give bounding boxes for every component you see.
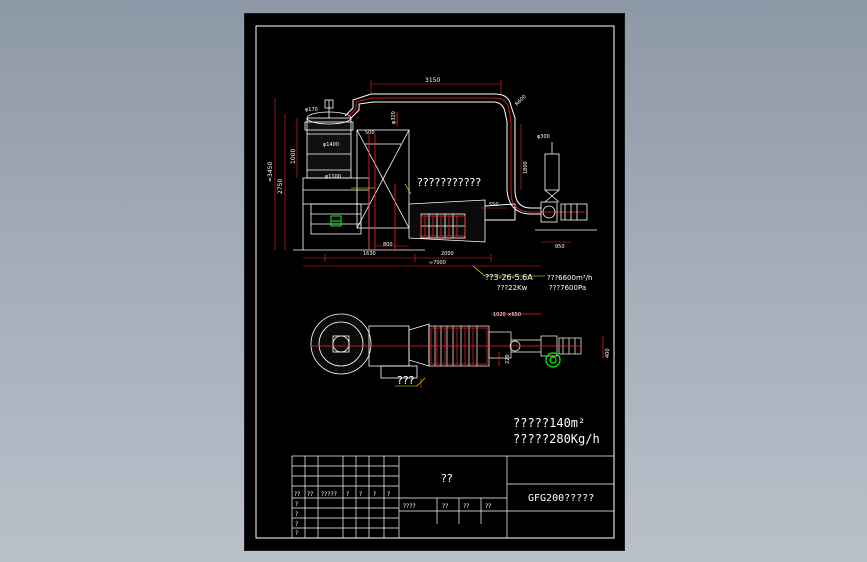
row-label-1: ?? [294, 491, 300, 498]
engineering-drawing: 3150 ≈3450 2750 1000 φ170 φ320 φ1400 φ11… [255, 25, 615, 539]
dim-radius: R600 [514, 94, 527, 107]
row-label-2: ?? [307, 491, 313, 498]
plan-green-fan [545, 352, 561, 368]
row-label-3: ????? [321, 491, 337, 498]
left-col-2: ? [295, 511, 298, 518]
dryer-tower [302, 99, 370, 235]
dim-1000: 1000 [290, 149, 297, 164]
left-col-1: ? [295, 501, 298, 508]
sign-label-1: ???? [403, 503, 416, 510]
left-col-3: ? [295, 521, 298, 528]
dim-170: φ170 [305, 107, 318, 113]
heater-unit [408, 199, 486, 243]
sign-label-2: ?? [442, 503, 448, 510]
dim-500: 500 [365, 130, 375, 136]
dim-side: 400 [605, 348, 611, 358]
plan-tower [310, 313, 430, 379]
sign-label-3: ?? [463, 503, 469, 510]
dim-550: 550 [489, 202, 499, 208]
dim-220: 220 [505, 354, 511, 364]
dim-800: 800 [383, 242, 393, 248]
equipment-note: ??????????? [417, 176, 481, 189]
red-detail-lines [368, 134, 466, 250]
plan-red-lines [311, 313, 604, 388]
leader-lines [351, 183, 545, 277]
inner-border [255, 25, 615, 539]
area-spec: ?????140m² [513, 416, 585, 430]
dim-320: φ320 [391, 111, 397, 124]
row-label-6: ? [373, 491, 376, 498]
duct-centerline [347, 97, 585, 213]
air-flow-label: ???6600m³/h [547, 274, 592, 282]
plan-note: ??? [397, 374, 415, 387]
capacity-spec: ?????280Kg/h [513, 432, 600, 446]
left-col-4: ? [295, 530, 298, 537]
dim-2000: 2000 [441, 251, 454, 257]
dim-1100: φ1100 [325, 174, 341, 180]
dim-2750: 2750 [277, 179, 284, 194]
green-valve [330, 215, 342, 227]
dim-300: φ300 [537, 134, 550, 140]
drawing-name: GFG200????? [528, 493, 594, 504]
fan-motor [535, 142, 597, 231]
dim-1400: φ1400 [323, 142, 339, 148]
dim-3150: 3150 [425, 77, 440, 84]
row-label-7: ? [387, 491, 390, 498]
dimension-lines [274, 80, 571, 267]
row-label-5: ? [359, 491, 362, 498]
plan-view: 1020 ×650 220 400 ??? [310, 312, 611, 388]
drawing-sheet: 3150 ≈3450 2750 1000 φ170 φ320 φ1400 φ11… [244, 13, 625, 551]
title-center: ?? [441, 472, 453, 485]
sign-label-4: ?? [485, 503, 491, 510]
air-duct [344, 93, 541, 221]
plan-leaders [395, 377, 426, 387]
pressure-label: ???7600Pa [549, 284, 586, 292]
dim-1630: 1630 [363, 251, 376, 257]
elevation-view: 3150 ≈3450 2750 1000 φ170 φ320 φ1400 φ11… [267, 77, 597, 292]
fan-power-label: ???22Kw [497, 284, 528, 292]
dim-1800: 1800 [523, 161, 529, 174]
dim-7000: ≈7000 [429, 260, 446, 266]
dim-ref: 1020 ×650 [493, 312, 521, 318]
title-block-text: ?? GFG200????? ?? ?? ????? ? ? ? ? ???? … [294, 472, 594, 537]
dim-950: 950 [555, 244, 565, 250]
dim-3450: ≈3450 [267, 162, 274, 182]
fan-model-label: ??3-26-5.6A [485, 273, 533, 282]
title-block [291, 455, 615, 539]
row-label-4: ? [346, 491, 349, 498]
